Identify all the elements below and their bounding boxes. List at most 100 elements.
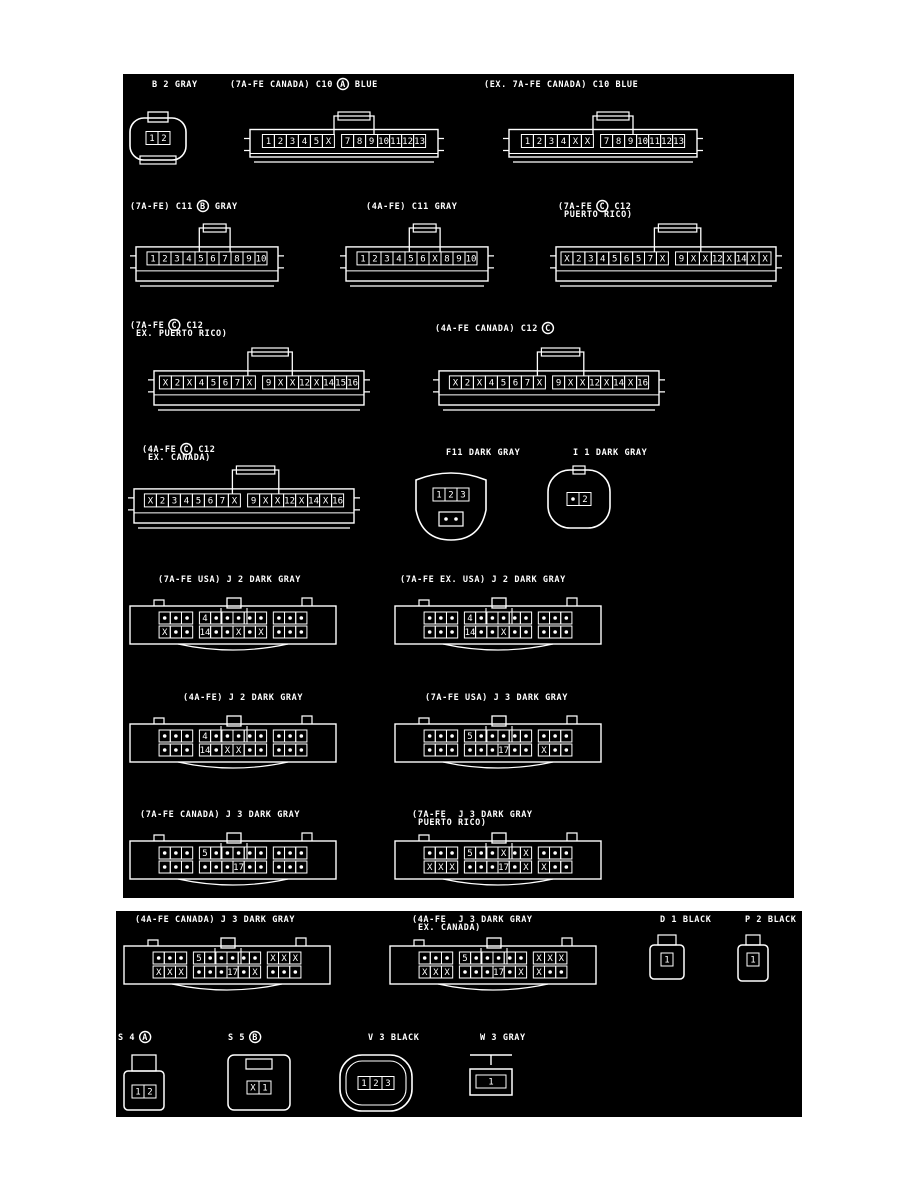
pin-dot	[485, 956, 490, 960]
pin-cell: X	[271, 493, 285, 508]
pin-number: 9	[456, 255, 461, 265]
pin-cell: 5	[194, 251, 208, 266]
pin-number: X	[536, 968, 542, 978]
pin-cell	[221, 729, 234, 743]
pin-dot	[479, 851, 484, 855]
connector-label: S 5	[228, 1033, 245, 1043]
pin-dot	[208, 956, 212, 960]
pin-cell	[555, 965, 568, 979]
pin-cell	[470, 951, 483, 965]
connector-color-label: BLUE	[355, 80, 378, 90]
pin-number: 3	[384, 255, 389, 265]
pin-cell: X	[254, 625, 268, 639]
pin-dot	[524, 630, 528, 634]
pin-dot	[174, 748, 178, 752]
pin-cell	[237, 965, 250, 979]
pin-number: X	[501, 628, 507, 638]
pin-cell: X	[544, 951, 557, 965]
pin-number: X	[427, 863, 433, 873]
pin-dot	[513, 616, 517, 620]
pin-cell: 7	[215, 493, 229, 508]
pin-cell	[560, 625, 573, 639]
pin-number: X	[559, 954, 565, 964]
pin-cell	[272, 611, 286, 625]
pin-cell	[152, 951, 165, 965]
pin-cell	[544, 965, 557, 979]
pin-cell	[295, 611, 308, 625]
pin-cell: 4	[297, 134, 311, 148]
pin-cell: 3	[544, 134, 558, 148]
pin-cell	[221, 860, 234, 874]
pin-cell	[198, 860, 212, 874]
pin-number: 17	[498, 863, 509, 873]
pin-dot	[427, 630, 432, 634]
connector-sublabel: PUERTO RICO)	[418, 818, 487, 828]
pin-number: X	[750, 255, 756, 265]
pin-cell: 17	[226, 965, 239, 979]
pin-dot	[214, 616, 218, 620]
svg-text:B: B	[252, 1033, 258, 1043]
pin-cell	[503, 965, 516, 979]
connector-sublabel: EX. CANADA)	[148, 453, 211, 463]
pin-dot	[288, 630, 292, 634]
pin-cell: X	[152, 965, 165, 979]
pin-dot	[553, 734, 557, 738]
pin-dot	[185, 865, 189, 869]
pin-cell	[180, 611, 194, 625]
pin-cell	[174, 951, 188, 965]
pin-dot	[450, 748, 454, 752]
pin-cell: 1	[475, 1074, 507, 1089]
pin-cell	[284, 860, 297, 874]
pin-cell: 9	[262, 375, 276, 390]
pin-dot	[162, 865, 167, 869]
pin-dot	[214, 734, 218, 738]
pin-dot	[259, 748, 263, 752]
pin-number: 7	[345, 137, 350, 147]
pin-cell	[429, 951, 442, 965]
pin-cell	[204, 965, 217, 979]
pin-number: X	[270, 954, 276, 964]
connector-sublabel: EX. CANADA)	[418, 923, 481, 933]
pin-cell: 4	[392, 251, 406, 266]
pin-cell	[508, 860, 521, 874]
pin-number: X	[225, 746, 231, 756]
connector-label: (7A-FE EX. USA) J 2 DARK GRAY	[400, 575, 566, 585]
pin-number: X	[628, 379, 634, 389]
pin-cell	[169, 625, 182, 639]
pin-number: 13	[414, 137, 425, 147]
pin-dot	[225, 865, 230, 869]
pin-cell: 5	[463, 846, 477, 860]
pin-cell	[210, 743, 223, 757]
pin-cell	[445, 625, 459, 639]
pin-cell	[475, 625, 488, 639]
pin-number: X	[438, 863, 444, 873]
pin-cell	[158, 860, 171, 874]
pin-dot	[474, 956, 479, 960]
pin-number: 11	[390, 137, 401, 147]
pin-cell: 1	[357, 1076, 371, 1090]
connector-label: (EX. 7A-FE CANADA) C10 BLUE	[484, 80, 638, 90]
pin-number: 6	[223, 379, 228, 389]
pin-number: X	[275, 497, 281, 507]
pin-number: 12	[402, 137, 413, 147]
pin-dot	[508, 970, 512, 974]
pin-number: 7	[235, 379, 240, 389]
pin-cell	[423, 625, 436, 639]
pin-dot	[214, 748, 218, 752]
pin-dot	[490, 734, 495, 738]
svg-text:C: C	[545, 324, 551, 334]
pin-number: 4	[302, 137, 307, 147]
pin-dot	[434, 956, 438, 960]
pin-cell: X	[722, 251, 736, 266]
pin-number: 7	[648, 255, 653, 265]
pin-dot	[288, 734, 292, 738]
pin-dot	[288, 851, 292, 855]
pin-cell	[180, 625, 194, 639]
pin-cell: 6	[620, 251, 634, 266]
pin-number: X	[323, 497, 329, 507]
pin-dot	[185, 616, 189, 620]
pin-cell: 2	[578, 492, 592, 506]
